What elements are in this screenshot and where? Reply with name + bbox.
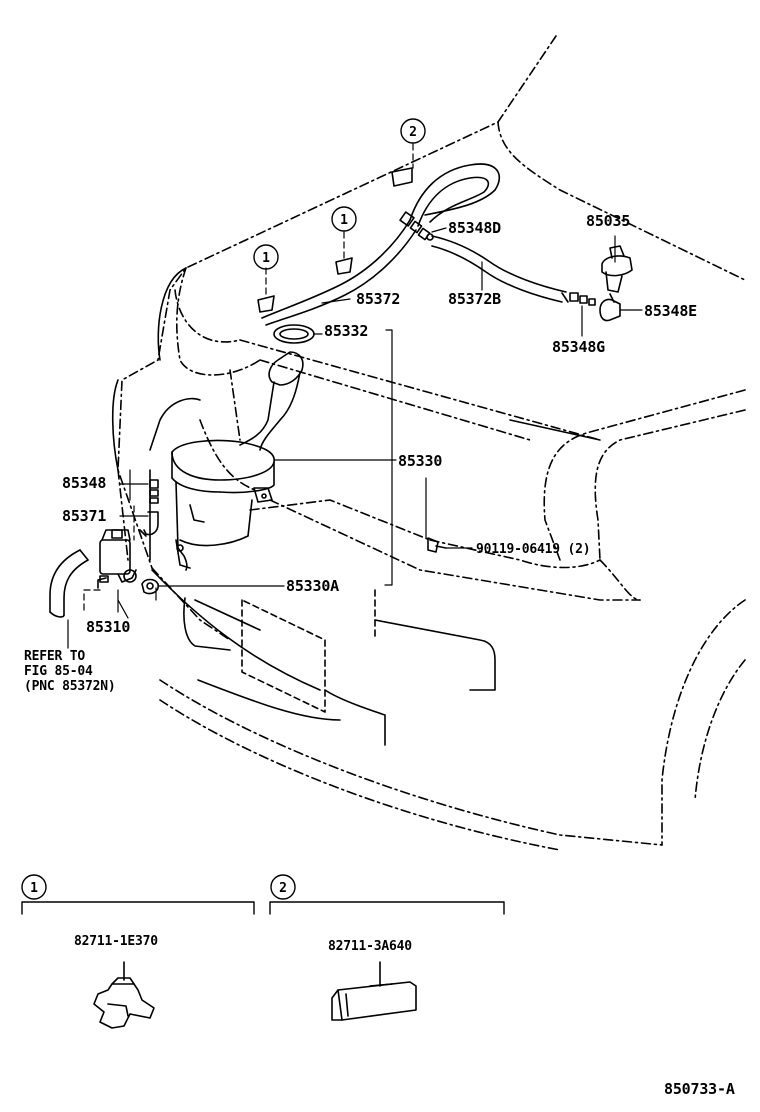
connector-85348G — [569, 292, 596, 306]
label-85310: 85310 — [86, 618, 130, 636]
callout-2-top: 2 — [409, 125, 417, 140]
callout-1-middle: 1 — [340, 213, 348, 228]
callout-1-left: 1 — [262, 251, 270, 266]
label-82711-3A640: 82711-3A640 — [328, 939, 412, 954]
retainer-clips — [257, 167, 413, 313]
detail-1-frame — [21, 901, 255, 915]
refer-note-line1: REFER TO — [24, 649, 85, 664]
label-90119-06419: 90119-06419 (2) — [476, 542, 590, 557]
label-85332: 85332 — [324, 322, 368, 340]
washer-hose-85372 — [261, 163, 501, 326]
label-85330A: 85330A — [286, 577, 339, 595]
elbow-85348E — [599, 293, 621, 322]
label-85035: 85035 — [586, 212, 630, 230]
washer-pump-85310 — [97, 529, 137, 589]
label-85348: 85348 — [62, 474, 106, 492]
figure-id: 850733-A — [664, 1080, 735, 1098]
detail-labels: 82711-1E370 82711-3A640 — [74, 934, 412, 954]
clip-82711-3A640 — [331, 961, 417, 1021]
leader-lines — [67, 143, 643, 649]
callout-circles — [21, 118, 426, 900]
grommet-85332 — [273, 324, 315, 344]
label-85348E: 85348E — [644, 302, 697, 320]
elbow-85371 — [139, 511, 159, 537]
label-85348G: 85348G — [552, 338, 605, 356]
washer-nozzle-85035 — [601, 245, 633, 293]
washer-hose-85372B — [431, 235, 569, 303]
label-85330: 85330 — [398, 452, 442, 470]
detail-2-frame — [269, 901, 505, 915]
detail-2-number: 2 — [279, 881, 287, 896]
hose-85372N — [49, 549, 89, 618]
label-85371: 85371 — [62, 507, 106, 525]
refer-note-line3: (PNC 85372N) — [24, 679, 116, 694]
connector-85348D — [399, 211, 434, 241]
clip-82711-1E370 — [93, 961, 155, 1029]
detail-1-number: 1 — [30, 881, 38, 896]
grommet-85330A — [141, 578, 160, 595]
washer-tank-85330 — [171, 351, 304, 571]
refer-note-line2: FIG 85-04 — [24, 664, 93, 679]
refer-note: REFER TO FIG 85-04 (PNC 85372N) — [24, 649, 116, 694]
label-85348D: 85348D — [448, 219, 501, 237]
label-82711-1E370: 82711-1E370 — [74, 934, 158, 949]
lower-panel — [183, 597, 496, 746]
vehicle-body-solid — [111, 267, 601, 691]
lower-panel-dashed — [241, 589, 376, 713]
vehicle-body-outline — [117, 35, 746, 851]
callout-numbers: 2 1 1 1 2 — [30, 125, 417, 896]
label-85372B: 85372B — [448, 290, 501, 308]
part-labels: 85348D 85035 85372 85372B 85348E 85332 8… — [62, 212, 697, 636]
connector-85348 — [149, 479, 159, 504]
bolt-90119 — [427, 537, 447, 553]
label-85372: 85372 — [356, 290, 400, 308]
